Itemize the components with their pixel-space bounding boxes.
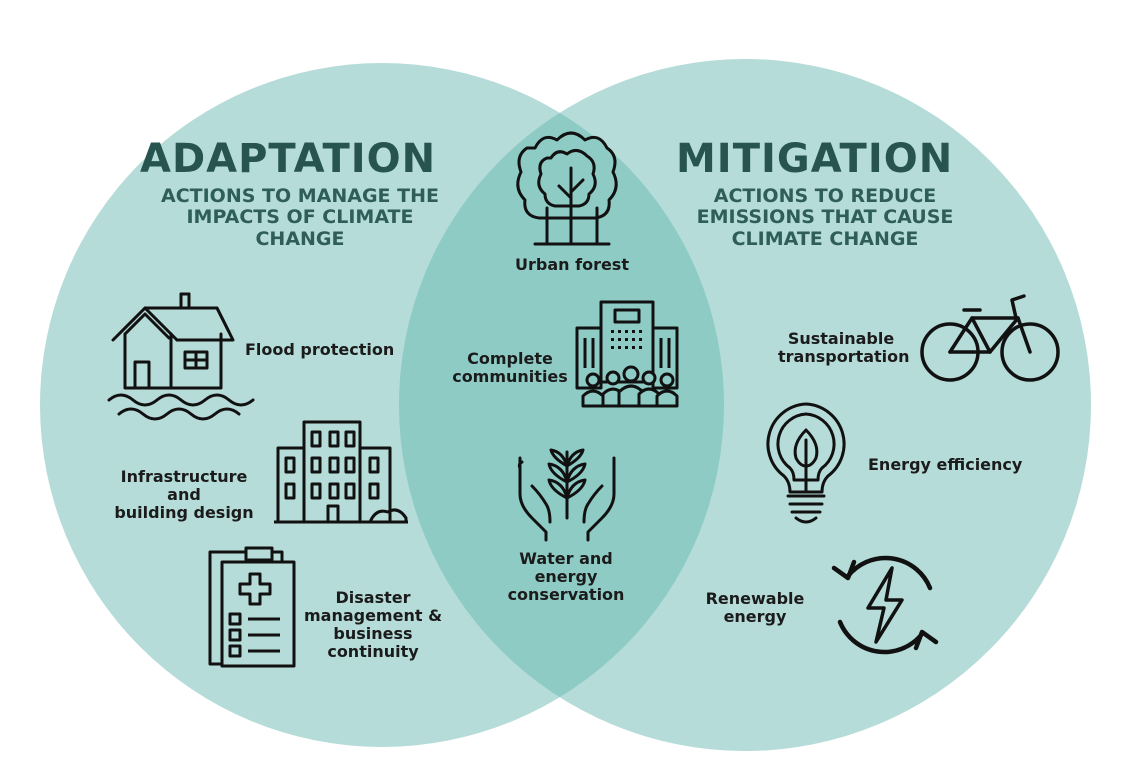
mitigation-subtitle-line3: CLIMATE CHANGE	[731, 227, 919, 250]
disaster-management-label: Disaster management & business continuit…	[298, 589, 448, 661]
water-energy-line1: Water and	[519, 549, 613, 568]
water-energy-line3: conservation	[507, 584, 625, 604]
infrastructure-label: Infrastructure and building design	[104, 468, 264, 522]
sustainable-transportation-line1: Sustainable	[787, 329, 895, 348]
lightbulb-leaf-icon	[766, 402, 846, 524]
disaster-label-line2: management &	[303, 605, 443, 625]
medical-clipboard-icon	[208, 546, 296, 668]
bicycle-icon	[920, 294, 1060, 382]
energy-efficiency-label: Energy efficiency	[868, 455, 1023, 474]
complete-communities-label: Complete communities	[448, 350, 572, 386]
flooded-house-icon	[107, 292, 255, 421]
water-energy-line2: energy	[534, 566, 598, 586]
adaptation-title: ADAPTATION	[140, 136, 437, 182]
complete-communities-line1: Complete	[467, 349, 553, 368]
infrastructure-label-line1: Infrastructure and	[120, 467, 248, 504]
mitigation-subtitle-line1: ACTIONS TO REDUCE	[713, 185, 937, 207]
trees-icon	[516, 131, 618, 246]
mitigation-subtitle: ACTIONS TO REDUCE EMISSIONS THAT CAUSE C…	[655, 185, 995, 250]
adaptation-subtitle-line1: ACTIONS TO MANAGE THE	[160, 185, 439, 207]
renewable-energy-label: Renewable energy	[700, 590, 810, 626]
sustainable-transportation-line2: transportation	[778, 346, 910, 366]
flood-protection-label: Flood protection	[245, 340, 395, 359]
hands-plant-icon	[517, 448, 616, 542]
infrastructure-label-line2: building design	[114, 502, 254, 522]
renewable-energy-line2: energy	[723, 606, 787, 626]
complete-communities-line2: communities	[452, 366, 568, 386]
renewable-bolt-icon	[831, 555, 939, 655]
mitigation-subtitle-line2: EMISSIONS THAT CAUSE	[696, 206, 954, 229]
renewable-energy-line1: Renewable	[705, 589, 805, 608]
community-buildings-icon	[575, 300, 679, 408]
disaster-label-line4: continuity	[327, 641, 419, 661]
sustainable-transportation-label: Sustainable transportation	[778, 329, 910, 366]
adaptation-subtitle: ACTIONS TO MANAGE THE IMPACTS OF CLIMATE…	[120, 185, 480, 250]
disaster-label-line1: Disaster	[335, 588, 411, 607]
urban-forest-label: Urban forest	[515, 255, 629, 274]
water-energy-label: Water and energy conservation	[494, 550, 638, 604]
building-icon	[274, 420, 408, 524]
adaptation-subtitle-line2: IMPACTS OF CLIMATE	[186, 206, 414, 229]
adaptation-subtitle-line3: CHANGE	[255, 227, 345, 250]
mitigation-title: MITIGATION	[676, 136, 954, 182]
disaster-label-line3: business	[333, 623, 413, 643]
